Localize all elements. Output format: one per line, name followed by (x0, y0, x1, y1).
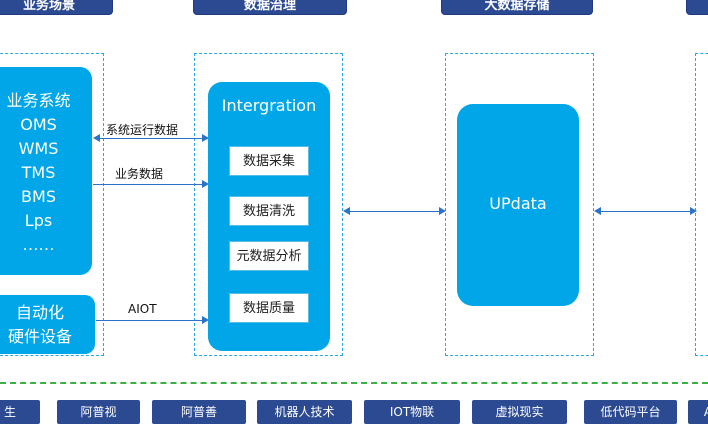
flow-label-system-data: 系统运行数据 (106, 123, 179, 137)
integration-title: Intergration (221, 96, 317, 115)
flow-line-aiot (96, 320, 206, 321)
automation-line2: 硬件设备 (7, 327, 72, 346)
storage-column-frame (445, 53, 594, 356)
system-lps: Lps (24, 211, 53, 230)
header-business: 业务场景 (0, 0, 113, 15)
next-column-frame (695, 53, 708, 356)
tech-tag: 机器人技术 (257, 400, 352, 424)
business-systems-box: 业务系统 OMS WMS TMS BMS Lps …… (0, 67, 92, 275)
link-storage-next (597, 211, 695, 212)
base-divider (0, 382, 708, 384)
header-next (686, 0, 708, 15)
step-data-cleaning: 数据清洗 (229, 196, 309, 226)
governance-column-frame (194, 53, 343, 356)
business-column-frame (0, 53, 104, 356)
header-governance: 数据治理 (193, 0, 347, 15)
system-bms: BMS (21, 187, 56, 206)
arrow-right-head (202, 316, 209, 324)
tech-tag: 阿普视 (57, 400, 140, 424)
updata-label: UPdata (489, 194, 547, 213)
tech-tag: 低代码平台 (584, 400, 677, 424)
flow-label-aiot: AIOT (128, 302, 157, 316)
business-systems-title: 业务系统 (6, 91, 71, 110)
step-data-collection: 数据采集 (229, 146, 309, 176)
system-more: …… (22, 235, 55, 254)
step-data-quality: 数据质量 (229, 293, 309, 323)
system-wms: WMS (18, 139, 59, 158)
step-metadata-analysis: 元数据分析 (229, 241, 309, 271)
arrow-right-head (202, 134, 209, 142)
link-governance-storage (346, 211, 443, 212)
automation-line1: 自动化 (15, 303, 64, 322)
tech-tag: 阿普善 (152, 400, 246, 424)
tech-tag: A (688, 400, 708, 424)
arrow-right-head (202, 180, 209, 188)
arrow-right-head (439, 207, 446, 215)
system-tms: TMS (21, 163, 56, 182)
arrow-right-head (690, 207, 697, 215)
tech-tag: IOT物联 (364, 400, 460, 424)
system-oms: OMS (20, 115, 57, 134)
tech-tag: 虚拟现实 (472, 400, 567, 424)
updata-box: UPdata (457, 104, 579, 306)
automation-box: 自动化 硬件设备 (0, 295, 95, 354)
flow-line-business-data (93, 184, 206, 185)
header-storage: 大数据存储 (441, 0, 593, 15)
tech-tag: 生 (0, 400, 40, 424)
flow-line-system-data (96, 138, 206, 139)
flow-label-business-data: 业务数据 (115, 167, 164, 181)
